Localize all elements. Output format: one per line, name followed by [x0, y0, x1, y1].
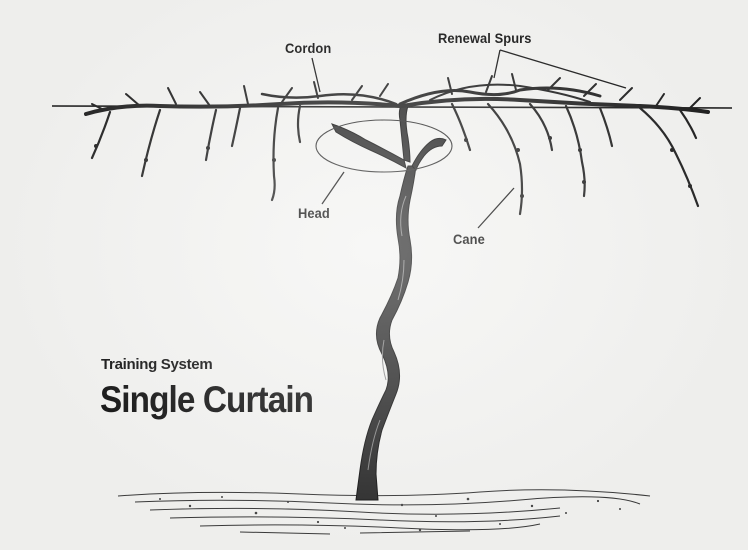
- renewal-spurs-label: Renewal Spurs: [438, 30, 532, 46]
- cane-label: Cane: [453, 231, 485, 247]
- ground-soil: [118, 490, 650, 534]
- cane-leader-line: [478, 188, 514, 228]
- heading-title: Single Curtain: [100, 379, 313, 421]
- vine-trunk: [356, 166, 416, 500]
- spurs-leader-line-left: [494, 50, 500, 78]
- heading-subtitle: Training System: [101, 356, 212, 373]
- cordon-arms: [86, 85, 708, 114]
- head-label: Head: [298, 205, 330, 221]
- spurs-leader-line-right: [500, 50, 626, 88]
- cordon-label: Cordon: [285, 40, 331, 56]
- cane-buds: [94, 136, 692, 198]
- head-leader-line: [322, 172, 344, 204]
- vine-head: [332, 104, 446, 170]
